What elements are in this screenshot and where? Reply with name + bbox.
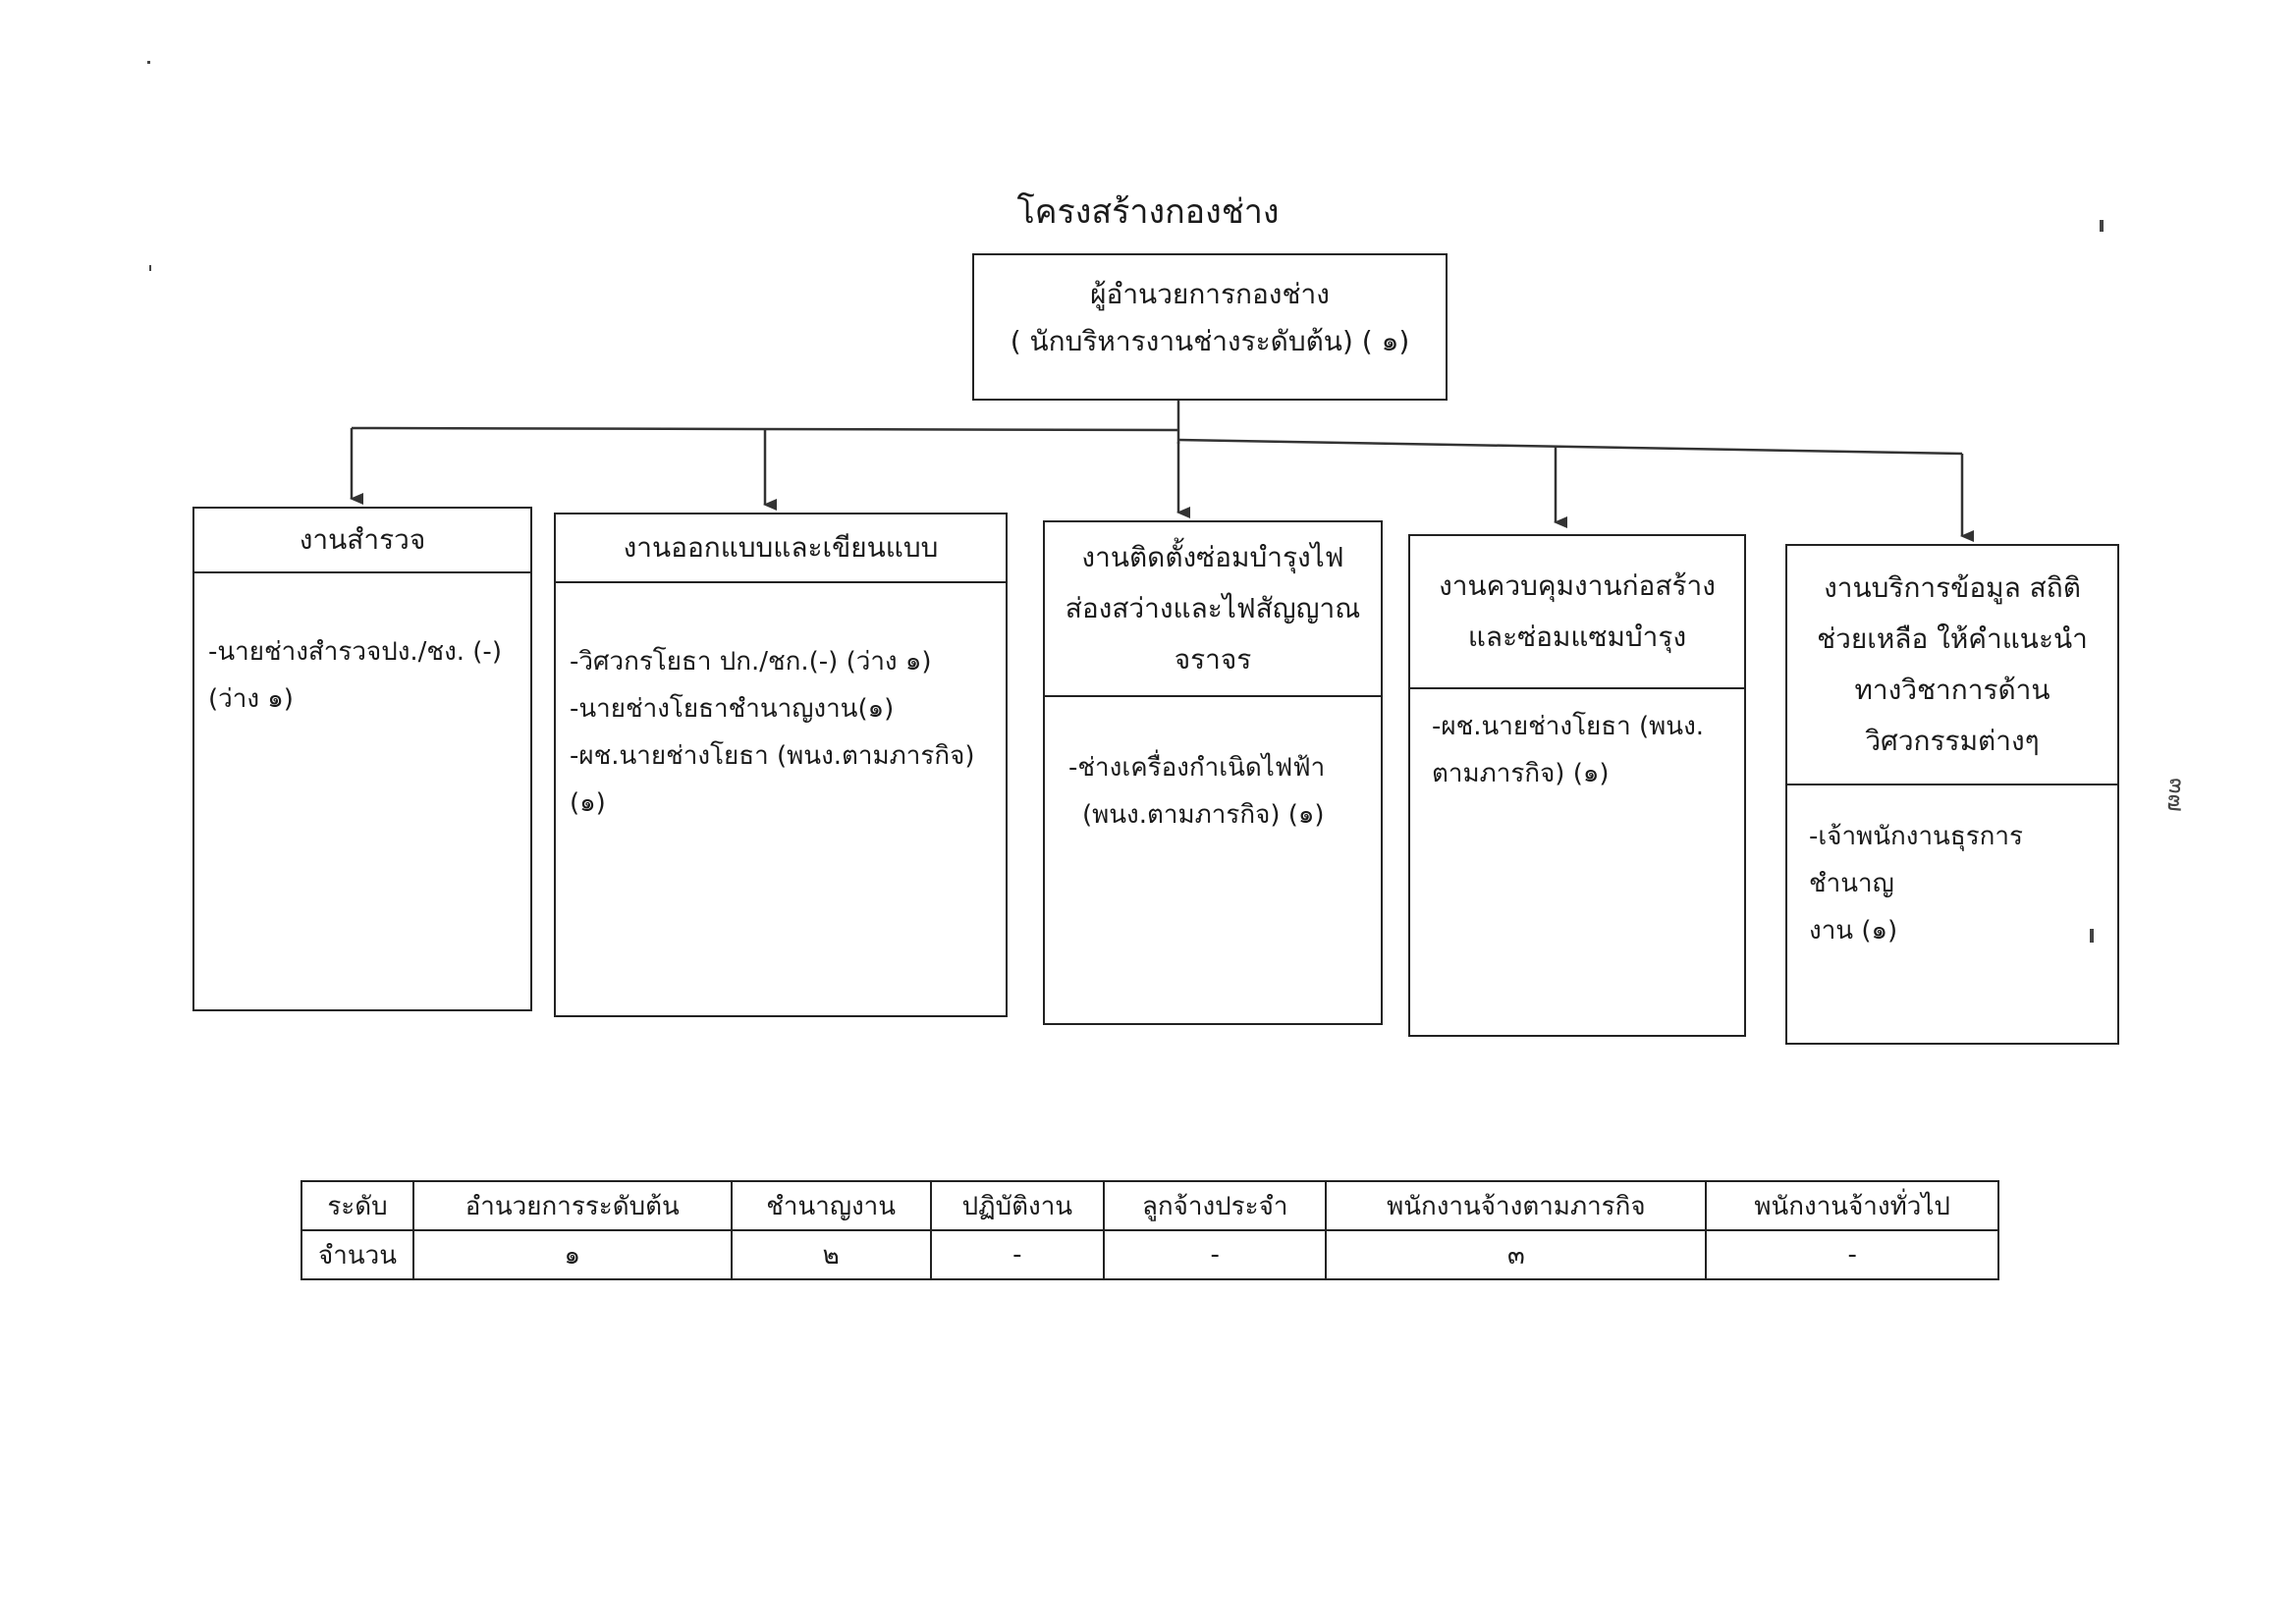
scan-speck <box>147 61 150 64</box>
count-cell: - <box>1102 1229 1328 1280</box>
unit-box-design: งานออกแบบและเขียนแบบ -วิศวกรโยธา ปก./ชก.… <box>554 513 1008 1017</box>
unit-title: งานออกแบบและเขียนแบบ <box>556 514 1006 583</box>
level-cell: ปฏิบัติงาน <box>929 1180 1105 1231</box>
count-cell: - <box>1705 1229 1999 1280</box>
unit-staff: -วิศวกรโยธา ปก./ชก.(-) (ว่าง ๑) -นายช่าง… <box>570 647 975 818</box>
row-label: ระดับ <box>301 1180 414 1231</box>
unit-title: งานบริการข้อมูล สถิติ ช่วยเหลือ ให้คำแนะ… <box>1787 546 2117 785</box>
level-cell: พนักงานจ้างตามภารกิจ <box>1325 1180 1708 1231</box>
unit-box-construction: งานควบคุมงานก่อสร้าง และซ่อมแซมบำรุง -ผช… <box>1408 534 1746 1037</box>
unit-box-lighting: งานติดตั้งซ่อมบำรุงไฟ ส่องสว่างและไฟสัญญ… <box>1043 520 1383 1025</box>
unit-box-info-service: งานบริการข้อมูล สถิติ ช่วยเหลือ ให้คำแนะ… <box>1785 544 2119 1045</box>
table-row: ระดับ อำนวยการระดับต้น ชำนาญงาน ปฏิบัติง… <box>301 1180 1999 1231</box>
table-row: จำนวน ๑ ๒ - - ๓ - <box>301 1229 1999 1280</box>
scan-speck <box>2100 220 2104 232</box>
unit-box-survey: งานสำรวจ -นายช่างสำรวจปง./ชง. (-) (ว่าง … <box>192 507 532 1011</box>
director-position: ( นักบริหารงานช่างระดับต้น) ( ๑) <box>1010 325 1410 357</box>
branch-line-right <box>1177 438 1963 456</box>
count-cell: ๓ <box>1325 1229 1708 1280</box>
unit-staff: -ผช.นายช่างโยธา (พนง. ตามภารกิจ) (๑) <box>1432 712 1705 788</box>
count-cell: ๒ <box>730 1229 932 1280</box>
staff-summary-table: ระดับ อำนวยการระดับต้น ชำนาญงาน ปฏิบัติง… <box>301 1180 1999 1280</box>
level-cell: พนักงานจ้างทั่วไป <box>1705 1180 1999 1231</box>
scan-speck <box>149 265 151 271</box>
scan-speck <box>2090 929 2094 943</box>
director-box: ผู้อำนวยการกองช่าง ( นักบริหารงานช่างระด… <box>972 253 1448 401</box>
level-cell: ชำนาญงาน <box>730 1180 932 1231</box>
count-cell: - <box>929 1229 1105 1280</box>
unit-title: งานติดตั้งซ่อมบำรุงไฟ ส่องสว่างและไฟสัญญ… <box>1045 522 1381 697</box>
director-title: ผู้อำนวยการกองช่าง <box>1090 278 1330 310</box>
unit-staff: -ช่างเครื่องกำเนิดไฟฟ้า (พนง.ตามภารกิจ) … <box>1068 753 1326 830</box>
unit-staff: -เจ้าพนักงานธุรการชำนาญ งาน (๑) <box>1809 822 2023 946</box>
unit-title: งานควบคุมงานก่อสร้าง และซ่อมแซมบำรุง <box>1410 536 1744 689</box>
page-title: โครงสร้างกองช่าง <box>1016 192 1280 232</box>
level-cell: ลูกจ้างประจำ <box>1102 1180 1328 1231</box>
unit-staff: -นายช่างสำรวจปง./ชง. (-) (ว่าง ๑) <box>208 637 502 714</box>
level-cell: อำนวยการระดับต้น <box>412 1180 733 1231</box>
unit-title: งานสำรวจ <box>194 509 530 573</box>
row-label: จำนวน <box>301 1229 414 1280</box>
count-cell: ๑ <box>412 1229 733 1280</box>
page-number-note: ๓๗ <box>2161 777 2193 813</box>
